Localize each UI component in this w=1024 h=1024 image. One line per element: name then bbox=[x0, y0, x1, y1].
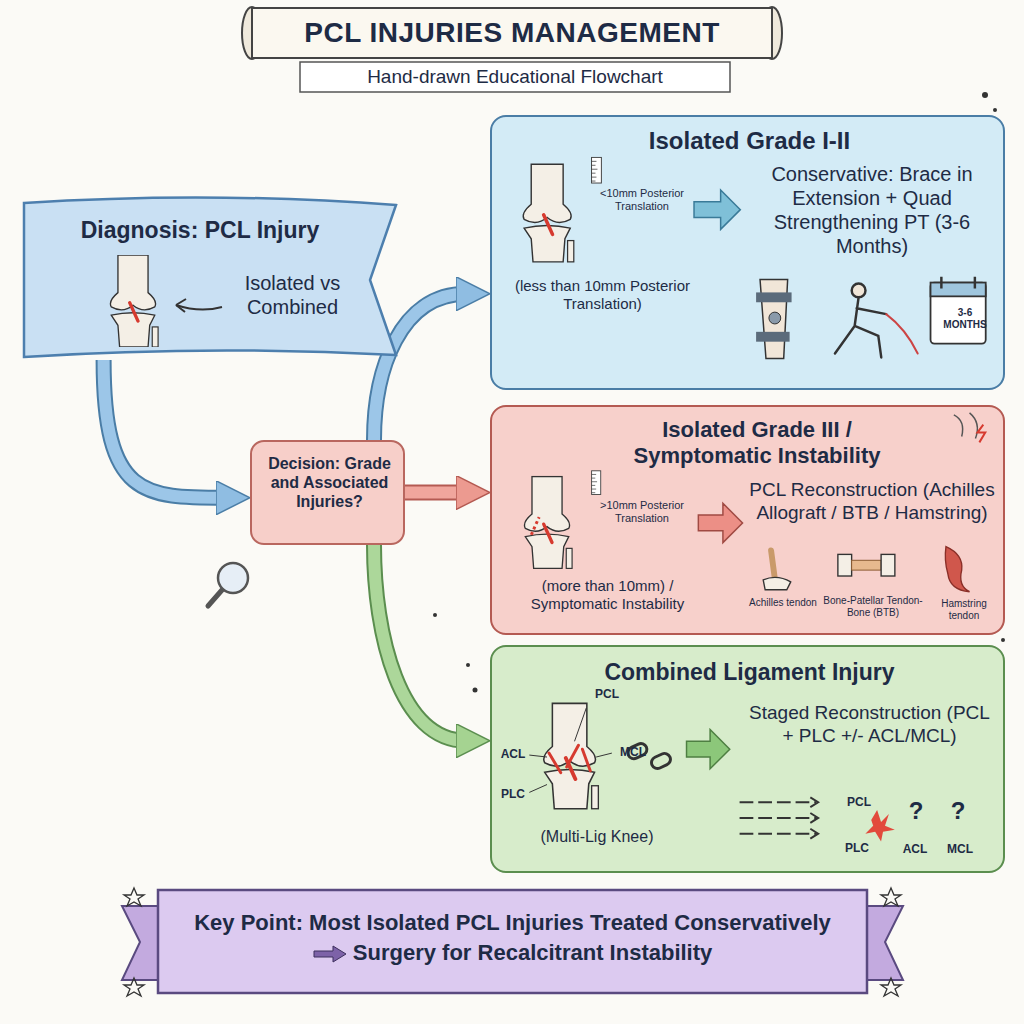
node-heading: Combined Ligament Injury bbox=[492, 659, 1007, 687]
btb-icon bbox=[838, 554, 895, 576]
label-text: PCL bbox=[590, 687, 624, 701]
label-text: ? bbox=[948, 797, 968, 826]
magnifier-icon bbox=[208, 563, 248, 606]
key-point-text: Surgery for Recalcitrant Instability bbox=[353, 940, 712, 965]
flow-arrow bbox=[104, 360, 226, 498]
title-scroll bbox=[242, 7, 782, 59]
node-heading: Decision: Grade and Associated Injuries? bbox=[260, 454, 399, 512]
flow-arrow bbox=[374, 294, 466, 440]
node-text: (less than 10mm Posterior Translation) bbox=[500, 277, 705, 313]
decision-box: Decision: Grade and Associated Injuries? bbox=[250, 440, 405, 545]
label-text: ACL bbox=[496, 747, 530, 761]
exercise-figure bbox=[835, 284, 918, 358]
node-text: PCL Reconstruction (Achilles Allograft /… bbox=[747, 479, 997, 525]
label-text: ACL bbox=[898, 842, 932, 856]
subtitle-box bbox=[300, 62, 730, 92]
label-text: Hand-drawn Educational Flowchart bbox=[300, 66, 730, 89]
flow-arrow-outline bbox=[405, 485, 466, 501]
node-text: Isolated vs Combined bbox=[220, 271, 365, 319]
flow-arrow-body bbox=[374, 294, 466, 440]
label-text: ? bbox=[906, 797, 926, 826]
combined-panel: Combined Ligament Injury (Multi-Lig Knee)… bbox=[490, 645, 1005, 873]
label-text: <10mm Posterior Translation bbox=[592, 187, 692, 213]
node-text: (more than 10mm) / Symptomatic Instabili… bbox=[500, 577, 715, 613]
node-text: Conservative: Brace in Extension + Quad … bbox=[747, 162, 997, 258]
flow-arrow-body bbox=[104, 360, 226, 498]
flow-arrow bbox=[405, 492, 466, 493]
label-text: PCL bbox=[842, 795, 876, 809]
ink-dots bbox=[433, 92, 1005, 693]
flow-arrow-outline bbox=[374, 545, 466, 741]
hamstring-icon bbox=[945, 547, 969, 592]
diagnosis-banner: Diagnosis: PCL InjuryIsolated vs Combine… bbox=[20, 195, 400, 360]
conservative-panel: Isolated Grade I-II (less than 10mm Poste… bbox=[490, 115, 1005, 390]
node-heading: Isolated Grade I-II bbox=[492, 127, 1007, 156]
label-text: Bone-Patellar Tendon-Bone (BTB) bbox=[823, 595, 923, 619]
node-text: Staged Reconstruction (PCL + PLC +/- ACL… bbox=[742, 702, 997, 748]
label-text: 3-6 MONTHS bbox=[939, 307, 991, 331]
label-text: PLC bbox=[496, 787, 530, 801]
label-text: MCL bbox=[940, 842, 980, 856]
label-text: >10mm Posterior Translation bbox=[592, 499, 692, 525]
flow-arrow-body bbox=[405, 487, 466, 499]
diagram-title: PCL INJURIES MANAGEMENT bbox=[262, 16, 762, 50]
key-point-line: Key Point: Most Isolated PCL Injuries Tr… bbox=[190, 908, 835, 967]
node-heading: Diagnosis: PCL Injury bbox=[35, 217, 365, 245]
achilles-icon bbox=[763, 550, 791, 589]
label-text: MCL bbox=[616, 745, 650, 759]
node-text: (Multi-Lig Knee) bbox=[502, 827, 692, 846]
key-point-text: Key Point: Most Isolated PCL Injuries Tr… bbox=[194, 910, 831, 935]
label-text: PLC bbox=[840, 841, 874, 855]
flow-arrow-body bbox=[374, 545, 466, 741]
label-text: Hamstring tendon bbox=[928, 598, 1000, 622]
flow-arrow-outline bbox=[104, 360, 226, 498]
flow-arrow bbox=[374, 545, 466, 741]
brace-icon bbox=[756, 280, 791, 359]
reconstruction-panel: Isolated Grade III / Symptomatic Instabi… bbox=[490, 405, 1005, 635]
label-text: Achilles tendon bbox=[747, 597, 819, 609]
implies-arrow bbox=[313, 945, 347, 963]
key-point-banner: Key Point: Most Isolated PCL Injuries Tr… bbox=[120, 884, 905, 999]
flow-arrow-outline bbox=[374, 294, 466, 440]
grade-one-two-art bbox=[492, 117, 1003, 388]
node-heading: Isolated Grade III / Symptomatic Instabi… bbox=[592, 417, 922, 470]
